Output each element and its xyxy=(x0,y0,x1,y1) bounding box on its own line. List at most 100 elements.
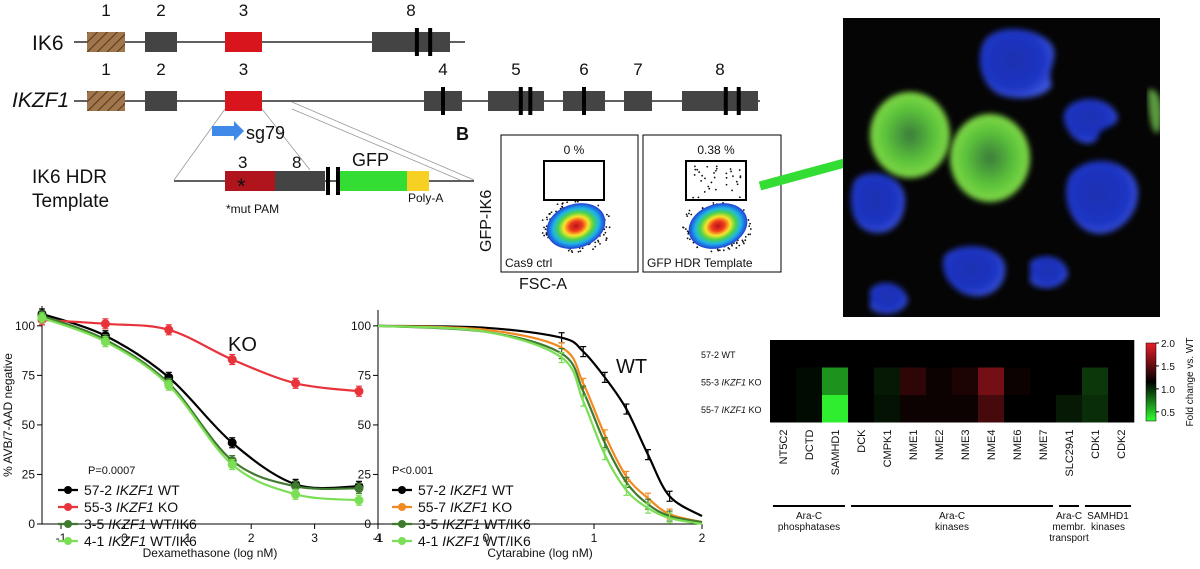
blue-nucleus xyxy=(979,29,1055,99)
gate-event xyxy=(738,196,741,199)
legend-entry-suffix: KO xyxy=(154,499,178,515)
mut-pam-label: *mut PAM xyxy=(226,202,279,216)
legend-entry-suffix: KO xyxy=(488,499,512,515)
colorbar-tick-label: 1.0 xyxy=(1161,385,1175,396)
heatmap-column-label: NME7 xyxy=(1038,430,1050,461)
gate-event xyxy=(704,177,706,180)
flow-event xyxy=(735,242,738,245)
x-axis-label: Cytarabine (log nM) xyxy=(487,546,592,560)
flow-gate xyxy=(685,160,747,201)
flow-event xyxy=(728,248,731,250)
flow-event xyxy=(722,199,725,202)
gate-percentage: 0 % xyxy=(564,143,585,157)
heatmap-cell xyxy=(822,395,849,423)
exon-tick xyxy=(441,87,445,115)
heatmap-row-label: 57-2 WT xyxy=(701,350,736,360)
heatmap-row-label-suffix: KO xyxy=(746,377,762,387)
heatmap-cell xyxy=(796,367,823,395)
flow-plot-caption: Cas9 ctrl xyxy=(505,256,552,270)
data-point xyxy=(100,337,110,347)
exon-2 xyxy=(145,91,177,111)
data-point xyxy=(227,438,237,448)
heatmap-cell xyxy=(848,367,875,395)
data-point xyxy=(291,481,301,491)
heatmap-cell xyxy=(822,340,849,368)
series-line-1 xyxy=(41,318,360,393)
template-exon3-number: 3 xyxy=(238,153,247,172)
flow-y-label: GFP-IK6 xyxy=(478,190,495,252)
heatmap-cell xyxy=(1004,367,1031,395)
group-label: SAMHD1 xyxy=(1087,511,1129,522)
flow-gate xyxy=(543,160,605,201)
legend-entry: 3-5 IKZF1 WT/IK6 xyxy=(84,516,197,532)
series-line-2 xyxy=(41,314,360,491)
y-tick-label: 75 xyxy=(22,368,36,382)
data-point xyxy=(291,489,301,499)
template-gfp-label: GFP xyxy=(352,150,389,170)
flow-event xyxy=(747,219,750,221)
exon-tick xyxy=(428,28,433,56)
flow-event xyxy=(749,228,752,230)
legend-entry-prefix: 57-2 xyxy=(418,482,450,498)
heatmap-column-label: DCTD xyxy=(804,429,816,460)
template-label-line1: IK6 HDR xyxy=(32,167,107,188)
flow-event xyxy=(712,202,715,204)
gate-percentage: 0.38 % xyxy=(697,143,735,157)
gate-event xyxy=(715,167,718,170)
flow-event xyxy=(696,246,699,249)
template-exon8-number: 8 xyxy=(292,153,301,172)
heatmap-cell xyxy=(926,367,953,395)
heatmap-row-label-prefix: 57-2 xyxy=(701,350,722,360)
ik6-label: IK6 xyxy=(32,32,64,55)
legend-entry-prefix: 57-2 xyxy=(84,482,116,498)
heatmap-cell xyxy=(1056,395,1083,423)
gate-event xyxy=(694,168,697,171)
flow-event xyxy=(592,248,594,251)
gate-event xyxy=(710,181,713,184)
legend-entry-suffix: WT xyxy=(154,482,180,498)
flow-event xyxy=(748,225,751,228)
group-label: Ara-C xyxy=(1056,511,1082,522)
gate-event xyxy=(701,174,704,177)
legend-swatch-dot xyxy=(64,537,72,545)
heatmap-cell xyxy=(874,340,901,368)
heatmap-column-label: NME6 xyxy=(1012,430,1024,461)
blue-nucleus xyxy=(850,172,905,233)
legend-entry: 3-5 IKZF1 WT/IK6 xyxy=(418,516,531,532)
flow-event xyxy=(722,249,725,252)
data-point xyxy=(227,355,237,365)
flow-event xyxy=(566,201,569,204)
legend-entry-prefix: 4-1 xyxy=(84,533,108,549)
legend-entry-suffix: WT/IK6 xyxy=(480,516,531,532)
blue-nucleus xyxy=(1066,160,1139,234)
heatmap-row-label-suffix: KO xyxy=(746,405,762,415)
legend-entry: 55-7 IKZF1 KO xyxy=(418,499,512,515)
flow-event xyxy=(605,237,608,240)
y-tick-label: 100 xyxy=(15,319,35,333)
x-tick-label: 2 xyxy=(248,531,255,545)
heatmap-cell xyxy=(1030,395,1057,423)
microscopy-image xyxy=(843,18,1160,317)
exon-1 xyxy=(87,32,125,52)
group-label: membr. xyxy=(1052,522,1085,533)
exon-5 xyxy=(488,91,544,111)
legend-entry-gene: IKZF1 xyxy=(108,533,146,549)
flow-event xyxy=(742,209,745,211)
flow-event xyxy=(743,242,745,245)
flow-event xyxy=(576,200,579,203)
flow-event xyxy=(686,237,689,240)
gate-event xyxy=(692,196,695,199)
heatmap-cell xyxy=(1004,340,1031,368)
data-point xyxy=(164,380,174,390)
heatmap-cell xyxy=(796,395,823,423)
heatmap-cell xyxy=(1082,340,1109,368)
heatmap-column-label: DCK xyxy=(856,429,868,453)
flow-event xyxy=(597,204,600,207)
data-point xyxy=(354,495,364,505)
ikzf1-label: IKZF1 xyxy=(12,89,69,112)
group-label: Ara-C xyxy=(796,511,822,522)
exon-1 xyxy=(87,91,125,111)
flow-event xyxy=(688,209,691,212)
